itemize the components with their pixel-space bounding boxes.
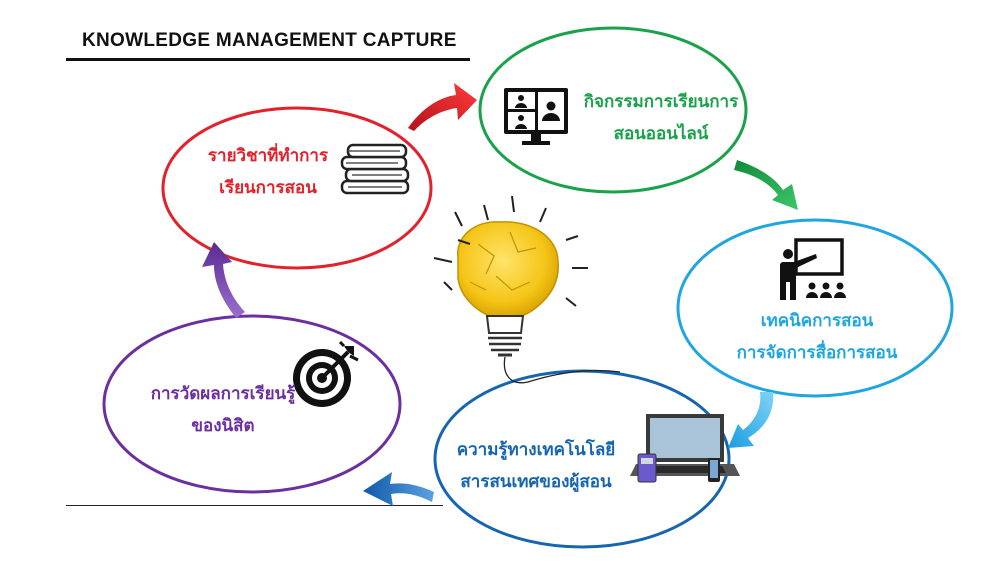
title-underline (66, 58, 470, 61)
label-subjects: รายวิชาที่ทำการ เรียนการสอน (188, 140, 348, 204)
label-online-line2: สอนออนไลน์ (613, 124, 709, 144)
arrow-techniques-to-knowledge (728, 392, 774, 448)
node-online (478, 26, 748, 194)
label-knowledge: ความรู้ทางเทคโนโลยี สารสนเทศของผู้สอน (436, 434, 636, 498)
label-assessment-line1: การวัดผลการเรียนรู้ (150, 384, 296, 404)
target-icon (293, 340, 359, 407)
label-subjects-line2: เรียนการสอน (219, 178, 317, 198)
bottom-divider (66, 505, 443, 506)
label-techniques: เทคนิคการสอน การจัดการสื่อการสอน (712, 305, 922, 369)
arrow-online-to-techniques (734, 160, 798, 210)
video-conference-icon (504, 88, 568, 145)
arrow-assessment-to-subjects (202, 242, 245, 318)
label-assessment-line2: ของนิสิต (191, 416, 255, 436)
label-techniques-line2: การจัดการสื่อการสอน (736, 343, 898, 363)
label-assessment: การวัดผลการเรียนรู้ ของนิสิต (128, 378, 318, 442)
arrow-knowledge-to-assessment (363, 472, 434, 506)
page-title: KNOWLEDGE MANAGEMENT CAPTURE (82, 30, 457, 51)
arrow-subjects-to-online (408, 83, 477, 131)
label-techniques-line1: เทคนิคการสอน (760, 311, 874, 331)
laptop-devices-icon (630, 414, 740, 483)
label-online-line1: กิจกรรมการเรียนการ (583, 92, 739, 112)
node-techniques (676, 218, 954, 398)
teacher-presentation-icon (780, 238, 846, 300)
label-knowledge-line1: ความรู้ทางเทคโนโลยี (456, 440, 616, 460)
books-icon (340, 143, 410, 195)
label-online: กิจกรรมการเรียนการ สอนออนไลน์ (566, 86, 756, 150)
lightbulb-icon (433, 195, 621, 384)
label-knowledge-line2: สารสนเทศของผู้สอน (460, 472, 612, 492)
label-subjects-line1: รายวิชาที่ทำการ (207, 146, 329, 166)
